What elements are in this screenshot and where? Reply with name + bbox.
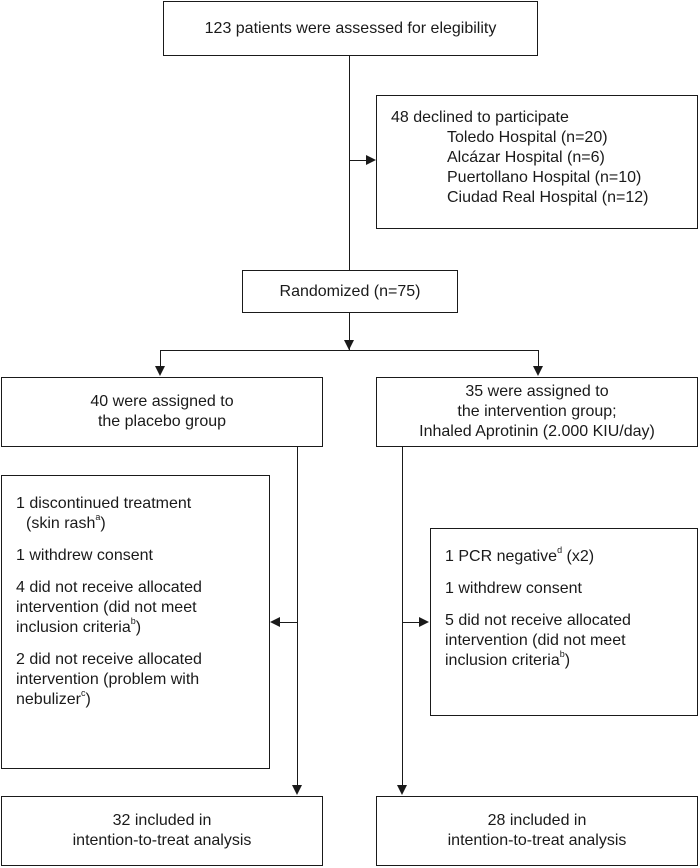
connector-to-declined — [349, 160, 367, 161]
arrow-to-intervention-analysis — [397, 785, 407, 795]
exclusion-text: inclusion criteriab) — [16, 615, 142, 636]
declined-box: 48 declined to participate Toledo Hospit… — [376, 95, 698, 229]
randomized-box: Randomized (n=75) — [242, 270, 458, 313]
placebo-analysis-box: 32 included in intention-to-treat analys… — [1, 796, 323, 866]
intervention-exclusion-item: 1 PCR negatived (x2) — [445, 544, 595, 565]
connector-placebo-down — [297, 447, 298, 786]
placebo-exclusion-item: 4 did not receive allocated intervention… — [16, 578, 269, 638]
intervention-analysis-box: 28 included in intention-to-treat analys… — [376, 796, 698, 866]
connector-to-intervention — [538, 350, 539, 368]
arrow-to-intervention-exclusions — [419, 617, 429, 627]
intervention-line: Inhaled Aprotinin (2.000 KIU/day) — [419, 423, 655, 440]
arrow-to-placebo-exclusions — [270, 617, 280, 627]
placebo-analysis-line: 32 included in — [112, 812, 212, 829]
placebo-exclusions-box: 1 discontinued treatment (skin rasha) 1 … — [1, 475, 270, 769]
intervention-analysis-line: 28 included in — [487, 812, 587, 829]
declined-title: 48 declined to participate — [391, 109, 569, 126]
intervention-line: the intervention group; — [457, 403, 617, 420]
exclusion-text: nebulizerc) — [16, 687, 91, 708]
declined-hospital: Ciudad Real Hospital (n=12) — [447, 189, 649, 206]
exclusion-text: intervention (did not meet — [16, 599, 197, 616]
connector-split — [160, 350, 538, 351]
connector-randomized-down — [349, 313, 350, 350]
declined-hospital: Toledo Hospital (n=20) — [447, 129, 608, 146]
arrow-to-placebo-analysis — [292, 785, 302, 795]
placebo-line: 40 were assigned to — [90, 393, 234, 410]
placebo-line: the placebo group — [97, 413, 227, 430]
exclusion-text: intervention (did not meet — [445, 632, 626, 649]
connector-assessed-to-randomized — [349, 56, 350, 270]
placebo-exclusion-item: 1 withdrew consent — [16, 547, 153, 564]
assessed-box: 123 patients were assessed for elegibili… — [163, 1, 538, 56]
declined-hospital: Alcázar Hospital (n=6) — [447, 149, 605, 166]
intervention-line: 35 were assigned to — [465, 383, 609, 400]
exclusion-text: intervention (problem with — [16, 671, 200, 688]
placebo-group-box: 40 were assigned to the placebo group — [1, 377, 323, 447]
arrow-to-placebo — [155, 366, 165, 376]
exclusion-text: 1 discontinued treatment — [16, 495, 192, 512]
intervention-exclusion-item: 5 did not receive allocated intervention… — [445, 611, 697, 671]
exclusion-text: 5 did not receive allocated — [445, 612, 631, 629]
connector-intervention-down — [402, 447, 403, 786]
exclusion-text: 4 did not receive allocated — [16, 579, 202, 596]
exclusion-text: 2 did not receive allocated — [16, 651, 202, 668]
placebo-exclusion-item: 1 discontinued treatment (skin rasha) — [16, 494, 269, 534]
declined-hospital: Puertollano Hospital (n=10) — [447, 169, 642, 186]
exclusion-text: inclusion criteriab) — [445, 648, 571, 669]
connector-to-intervention-exclusions — [402, 622, 420, 623]
placebo-exclusion-item: 2 did not receive allocated intervention… — [16, 650, 269, 710]
intervention-analysis-line: intention-to-treat analysis — [447, 832, 627, 849]
arrow-to-randomized-split — [344, 340, 354, 350]
exclusion-text: (skin rasha) — [26, 511, 106, 532]
placebo-analysis-line: intention-to-treat analysis — [72, 832, 252, 849]
connector-to-placebo-exclusions — [278, 622, 297, 623]
intervention-exclusion-item: 1 withdrew consent — [445, 580, 582, 597]
intervention-exclusions-box: 1 PCR negatived (x2) 1 withdrew consent … — [430, 528, 698, 716]
intervention-group-box: 35 were assigned to the intervention gro… — [376, 377, 698, 447]
randomized-text: Randomized (n=75) — [279, 282, 421, 300]
arrow-to-intervention — [533, 366, 543, 376]
connector-to-placebo — [160, 350, 161, 368]
assessed-text: 123 patients were assessed for elegibili… — [204, 19, 497, 37]
arrow-to-declined — [366, 155, 376, 165]
